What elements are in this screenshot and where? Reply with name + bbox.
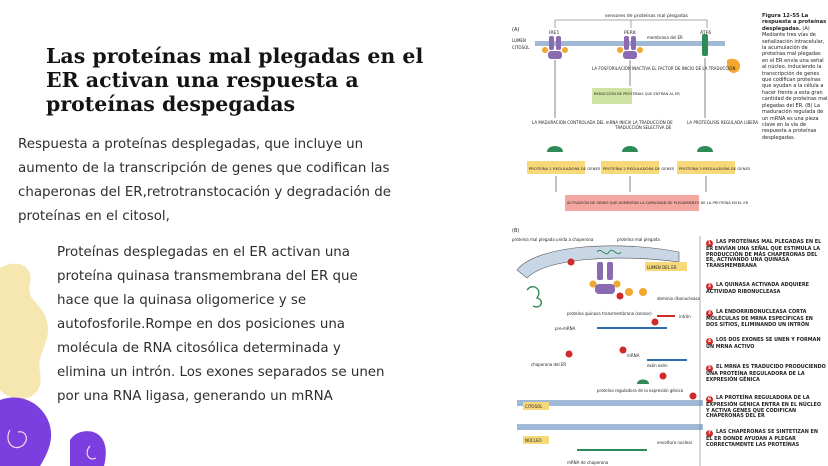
protein-1-shape [547, 146, 563, 152]
perk-label: PERK [624, 30, 637, 36]
maturation-text: LA MADURACIÓN CONTROLADA DEL mRNA INICIA… [532, 120, 673, 125]
misfolded-protein-shape [596, 249, 622, 255]
regulator-2-text: PROTEÍNA 2 REGULADORA DE GENES [603, 166, 675, 171]
figure-caption: Figura 12–55 La respuesta a proteínas de… [762, 13, 828, 141]
legend-step-text: LAS CHAPERONAS SE SINTETIZAN EN EL ER DO… [706, 429, 818, 448]
exon-label: exón exón [647, 363, 668, 368]
atf6-label: ATF6 [700, 30, 711, 36]
lumen-b-box [645, 262, 687, 271]
swirl-line [7, 429, 27, 449]
misfolded-bound-label: proteína mal plegada unida a chaperona [512, 237, 594, 242]
ribonuclease-label: dominio ribonucleasa [657, 296, 700, 301]
slide-title: Las proteínas mal plegadas en el ER acti… [46, 44, 424, 116]
step-number-badge: 4 [706, 338, 713, 345]
regulator-1-box [527, 161, 585, 174]
swirl-line-2 [86, 445, 97, 460]
body-paragraph-2: Proteínas desplegadas en el ER activan u… [57, 245, 385, 404]
citosol-b-label: CITOSOL [525, 404, 543, 409]
legend-step-5: 5EL mRNA ES TRADUCIDO PRODUCIENDO UNA PR… [706, 364, 826, 383]
proteolysis-text: LA PROTEÓLISIS REGULADA LIBERA [687, 120, 758, 125]
legend-step-text: LAS PROTEÍNAS MAL PLEGADAS EN EL ER ENVÍ… [706, 239, 822, 269]
kinase-label: proteína quinasa transmembrana (sensor) [567, 311, 652, 316]
mrna-label: mRNA [627, 353, 640, 358]
step-number-badge: 1 [706, 240, 713, 247]
ire1-label: IRE1 [549, 30, 559, 36]
activation-text: ACTIVACIÓN DE GENES QUE AUMENTAN LA CAPA… [567, 200, 749, 205]
figure-caption-title: Figura 12–55 La respuesta a proteínas de… [762, 13, 827, 32]
reduction-text: REDUCCIÓN DE PROTEÍNAS QUE ENTRAN AL ER [594, 91, 680, 96]
activation-box [565, 195, 699, 211]
membrane-label: membrana del ER [647, 35, 683, 40]
panel-a-label: (A) [512, 27, 519, 33]
atf6-sensor [702, 34, 741, 73]
purple-blob-shape [0, 397, 52, 466]
perk-sensor [617, 36, 643, 59]
step-number-badge: 6 [706, 396, 713, 403]
legend-step-text: LA PROTEÍNA REGULADORA DE LA EXPRESIÓN G… [706, 395, 822, 420]
regulator-3-box [677, 161, 735, 174]
regulator-3-text: PROTEÍNA 3 REGULADORA DE GENES [679, 166, 751, 171]
er-membrane-b [516, 245, 680, 279]
body-paragraph-1: Respuesta a proteínas desplegadas, que i… [18, 137, 392, 224]
intron-label: intrón [679, 314, 691, 319]
lumen-label: LUMEN [512, 38, 526, 43]
step-markers [565, 258, 697, 400]
misfolded-label: proteína mal plegada [617, 237, 660, 242]
regulator-label: proteína reguladora de la expresión géni… [597, 388, 684, 393]
legend-step-text: EL mRNA ES TRADUCIDO PRODUCIENDO UNA PRO… [706, 364, 826, 383]
er-membrane [535, 41, 725, 46]
yellow-blob-shape [0, 263, 49, 399]
step-number-badge: 7 [706, 430, 713, 437]
nuclear-envelope-bottom [517, 424, 703, 430]
lumen-b-label: LUMEN DEL ER [647, 265, 677, 270]
selective-text: TRADUCCIÓN SELECTIVA DE [614, 125, 672, 130]
regulator-protein-shape [637, 379, 649, 384]
step-number-badge: 3 [706, 310, 713, 317]
citosol-label: CITOSOL [512, 45, 530, 50]
nucleo-label: NÚCLEO [525, 438, 542, 443]
kinase-dimer [589, 262, 621, 294]
legend-step-text: LA ENDORRIBONUCLEASA CORTA MOLÉCULAS DE … [706, 309, 813, 328]
figure-diagram: (A) sensores de proteínas mal plegadas I… [512, 12, 758, 466]
regulator-1-text: PROTEÍNA 1 REGULADORA DE GENES [529, 166, 601, 171]
ire1-sensor [542, 36, 568, 59]
protein-2-shape [622, 146, 638, 152]
chaperone-shape [526, 286, 543, 308]
citosol-b-box [523, 402, 549, 410]
panel-b-label: (B) [512, 228, 519, 234]
chaperone-label: chaperona del ER [531, 362, 566, 367]
regulator-2-box [601, 161, 659, 174]
step-number-badge: 2 [706, 283, 713, 290]
protein-3-shape [697, 146, 713, 152]
figure-caption-body: (A) Mediante tres vías de señalización i… [762, 25, 828, 141]
legend-step-text: LOS DOS EXONES SE UNEN Y FORMAN UN mRNA … [706, 337, 821, 350]
inactivation-text: LA FOSFORILACIÓN INACTIVA EL FACTOR DE I… [592, 66, 735, 71]
nuclear-envelope-top [517, 400, 703, 406]
reduction-box [592, 88, 632, 104]
pre-mrna-label: pre-mRNA [555, 326, 576, 331]
legend-step-text: LA QUINASA ACTIVADA ADQUIERE ACTIVIDAD R… [706, 282, 809, 295]
envelope-label: envoltura nuclear [657, 440, 693, 445]
mrna-chaperone-label: mRNA de chaperona [567, 460, 609, 465]
sensors-label: sensores de proteínas mal plegadas [605, 12, 689, 19]
nucleo-box [523, 436, 549, 444]
step-number-badge: 5 [706, 365, 713, 372]
